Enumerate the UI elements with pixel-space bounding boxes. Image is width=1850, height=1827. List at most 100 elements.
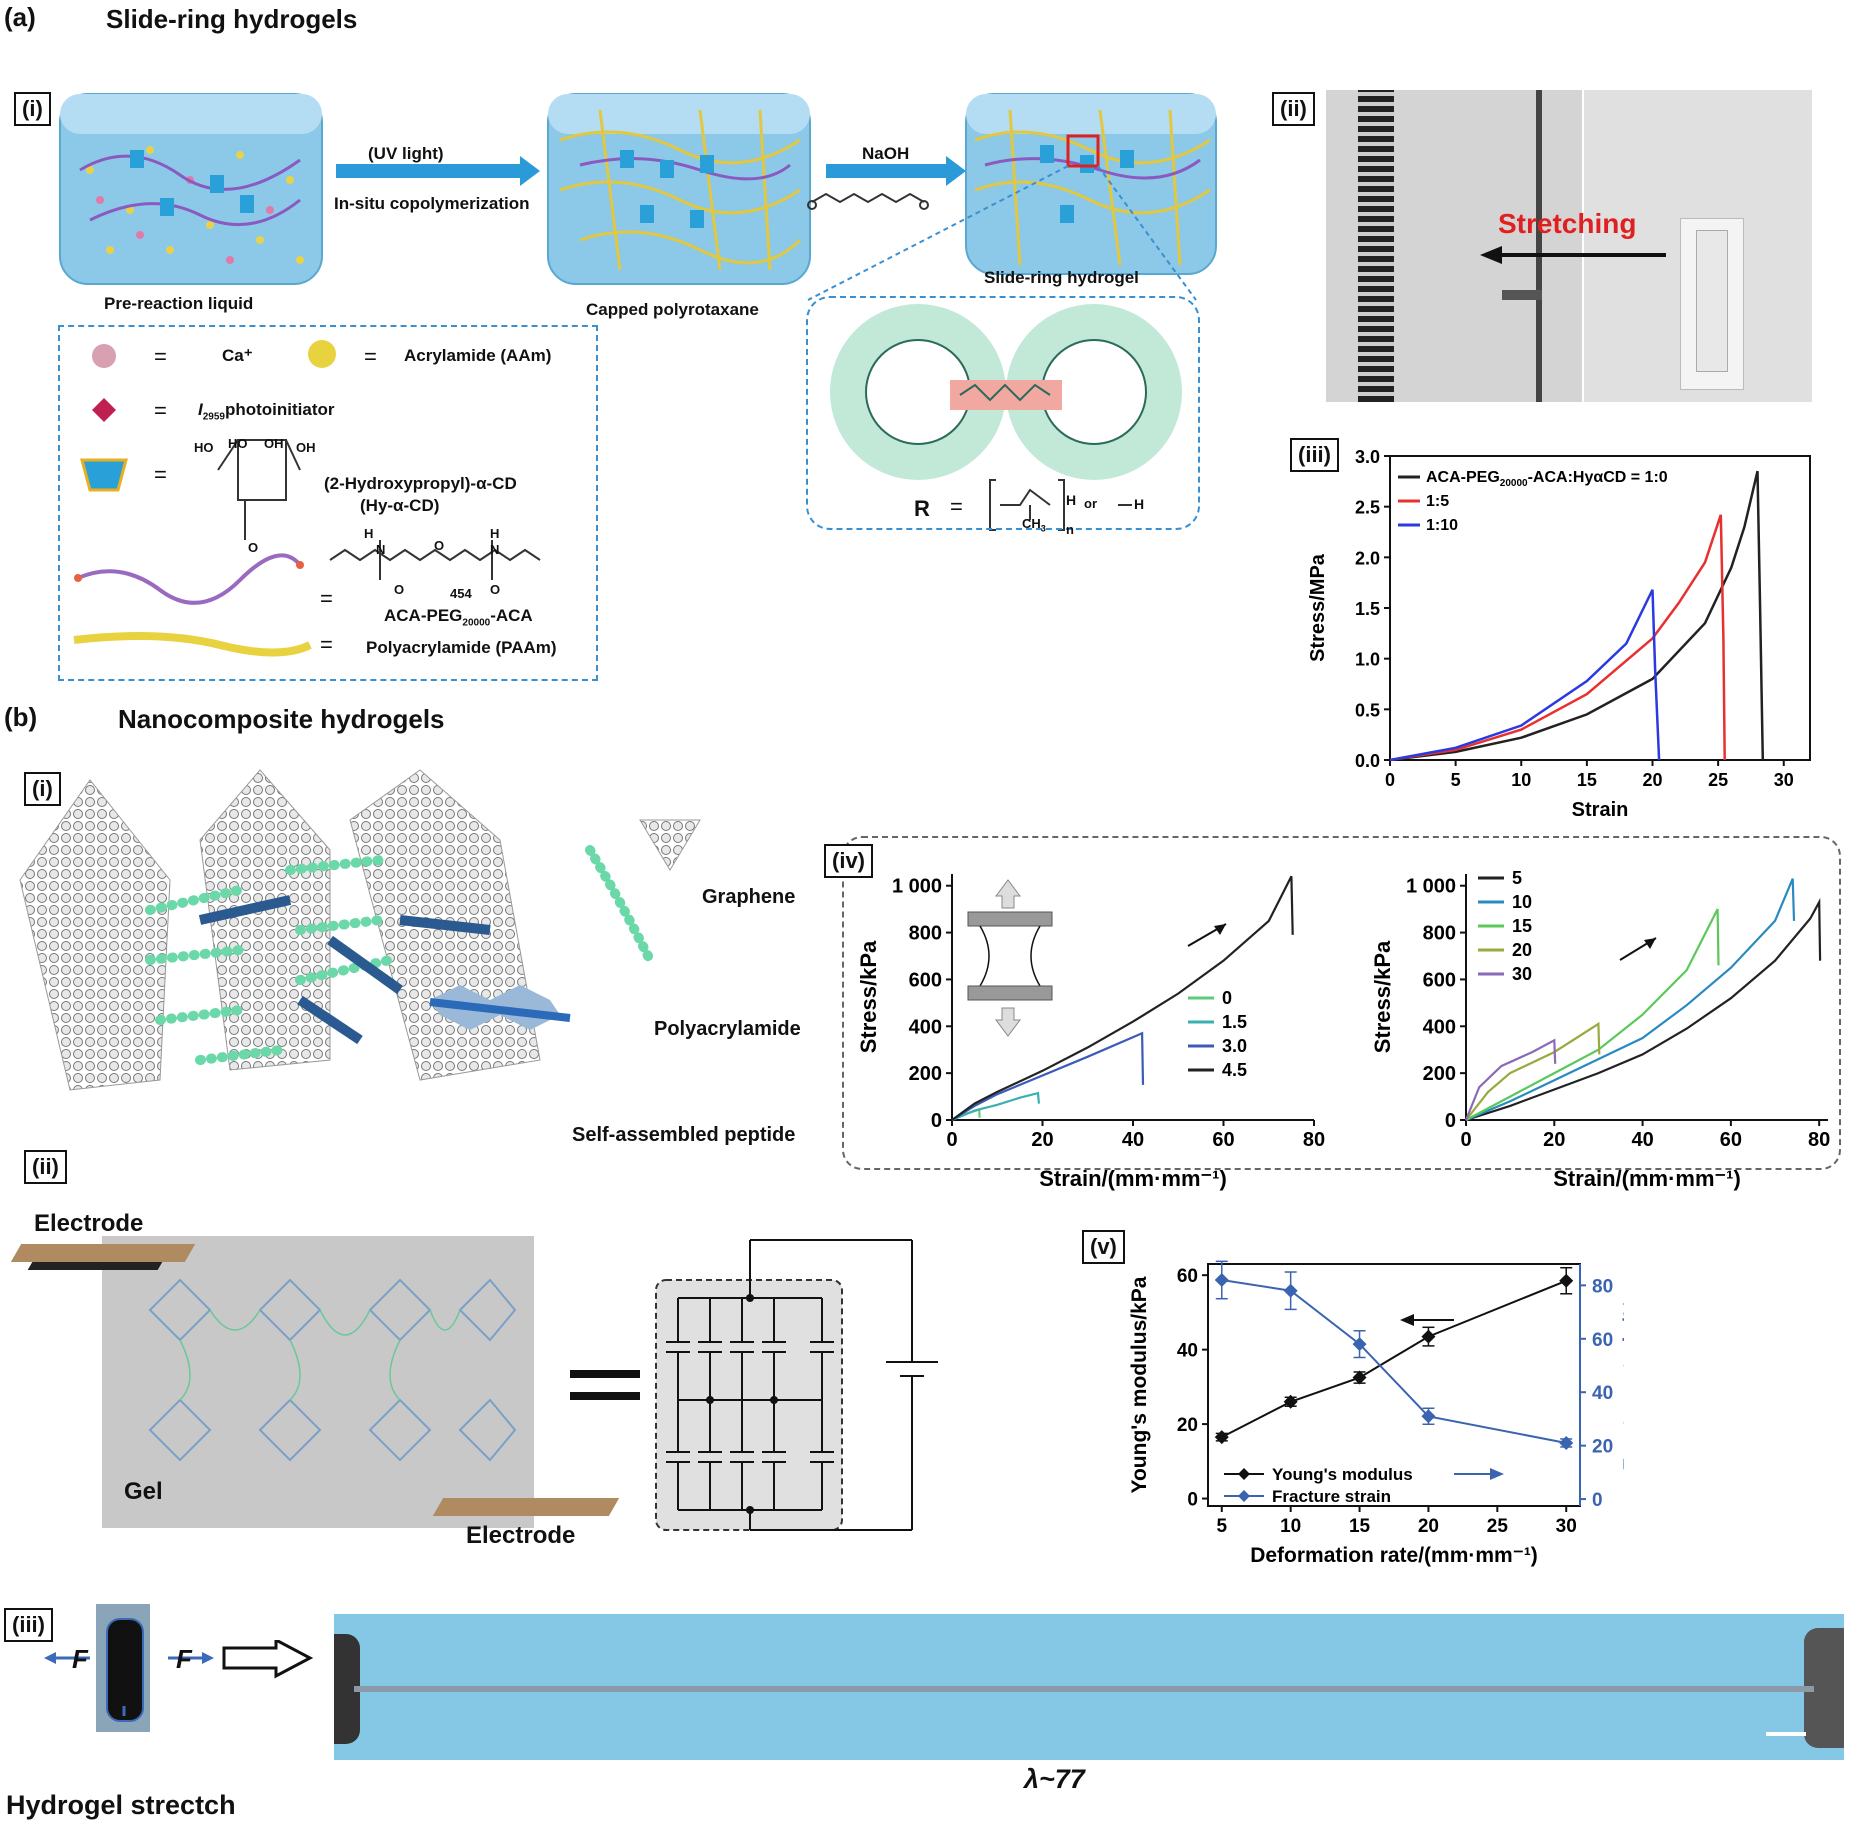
zoom-h2: H: [1134, 496, 1145, 512]
y2-tick-label: 20: [1592, 1437, 1613, 1458]
y-tick-label: 0: [1445, 1110, 1456, 1132]
gel-network: [148, 1278, 517, 1462]
y-axis-label: Young's modulus/kPa: [1128, 1276, 1151, 1493]
trend-arrowhead: [1644, 938, 1656, 949]
stage2-label: Capped polyrotaxane: [586, 300, 759, 319]
legend-n1: N: [376, 542, 386, 557]
zoom-h: H: [1066, 492, 1077, 508]
zoom-ch3: CH3: [1022, 516, 1046, 534]
x-tick-label: 80: [1808, 1129, 1830, 1151]
y2-axis-label: Fracture strain/%: [1620, 1299, 1624, 1471]
x-tick-label: 20: [1642, 770, 1662, 790]
x-tick-label: 25: [1487, 1516, 1509, 1537]
legend-o3: O: [394, 582, 405, 597]
arrow-naoh: [826, 156, 966, 186]
series-line-5: [1465, 897, 1822, 1122]
hydrogel-stretch-photo: [96, 1604, 150, 1732]
legend-eq-2: =: [364, 344, 377, 369]
y-tick-label: 1.5: [1355, 599, 1380, 619]
section-a-tag: (a): [4, 2, 36, 32]
gel-slab-capped: [547, 93, 811, 285]
legend-paam: Polyacrylamide (PAAm): [366, 638, 557, 657]
equals-sign: [570, 1370, 640, 1400]
legend-label-30: 30: [1512, 964, 1532, 984]
x-tick-label: 40: [1631, 1129, 1653, 1151]
x-tick-label: 0: [1385, 770, 1395, 790]
data-point-fracture-strain: [1421, 1409, 1436, 1424]
x-tick-label: 30: [1556, 1516, 1577, 1537]
zoom-or: or: [1084, 496, 1097, 511]
arrow1-top-label: (UV light): [368, 144, 444, 163]
legend-label-1-10: 1:10: [1426, 517, 1458, 534]
data-point-fracture-strain: [1283, 1283, 1298, 1298]
y-tick-label: 0.5: [1355, 700, 1380, 720]
y-tick-label: 60: [1177, 1266, 1198, 1287]
arrowhead-right: [1490, 1468, 1504, 1480]
series-line-20: [1465, 1021, 1601, 1121]
x-tick-label: 20: [1543, 1129, 1565, 1151]
polyacrylamide-label: Polyacrylamide: [654, 1018, 801, 1040]
x-tick-label: 0: [1460, 1129, 1471, 1151]
y-tick-label: 1 000: [1406, 876, 1456, 898]
y-tick-label: 800: [909, 923, 942, 945]
x-tick-label: 15: [1577, 770, 1597, 790]
series-line-young-s-modulus: [1221, 1279, 1567, 1438]
force-left-label: F: [72, 1644, 88, 1674]
legend-eq-4: =: [154, 462, 167, 487]
legend-label-1-5: 1:5: [1426, 493, 1449, 510]
pull-arrow-down: [995, 1007, 1021, 1037]
arrow2-top-label: NaOH: [862, 144, 910, 163]
gel-slab-slide-ring: [965, 93, 1217, 275]
fixture-bottom: [967, 985, 1053, 1001]
legend-peg: ACA-PEG20000-ACA: [384, 606, 533, 629]
legend-eq-1: =: [154, 344, 167, 369]
x-tick-label: 5: [1216, 1516, 1227, 1537]
series-line-1-0: [1389, 470, 1765, 762]
panel-a-i-tag: (i): [14, 92, 51, 126]
compress-arrow-up: [995, 879, 1021, 909]
legend-oh1: OH: [264, 436, 284, 451]
y-tick-label: 2.0: [1355, 548, 1380, 568]
arrowhead-left: [1400, 1314, 1414, 1326]
legend-o4: O: [490, 582, 501, 597]
x-tick-label: 25: [1708, 770, 1728, 790]
y-tick-label: 200: [1423, 1063, 1456, 1085]
electrode-top-label: Electrode: [34, 1210, 144, 1237]
x-tick-label: 20: [1031, 1129, 1053, 1151]
panel-b-ii-tag: (ii): [24, 1150, 67, 1184]
section-b-title: Nanocomposite hydrogels: [118, 704, 445, 734]
panel-b-iii-tag: (iii): [4, 1608, 53, 1642]
specimen: [979, 925, 1041, 987]
legend-ho2: HO: [228, 436, 248, 451]
panel-b-iv-tag: (iv): [824, 844, 873, 878]
legend-label-1-5: 1.5: [1222, 1012, 1247, 1032]
y-tick-label: 0: [1187, 1490, 1198, 1511]
zoom-r-label: R: [914, 496, 930, 521]
arrow1-bottom-label: In-situ copolymerization: [334, 194, 530, 213]
legend-marker-young-s-modulus: [1238, 1468, 1250, 1480]
graphene-icon: [639, 819, 701, 871]
legend-label-15: 15: [1512, 916, 1532, 936]
y-tick-label: 600: [1423, 969, 1456, 991]
x-axis-label: Strain/(mm·mm⁻¹): [1553, 1166, 1741, 1191]
zoom-eq: =: [950, 494, 963, 519]
series-line-4-5: [951, 875, 1294, 1121]
y-tick-label: 20: [1177, 1415, 1198, 1436]
stage1-label: Pre-reaction liquid: [104, 294, 254, 313]
peptide-icon: [429, 985, 571, 1030]
y-tick-label: 0.0: [1355, 751, 1380, 771]
legend-cd-line2: (Hy-α-CD): [360, 496, 440, 515]
legend-label-young-s-modulus: Young's modulus: [1272, 1465, 1413, 1484]
legend-label-1-0: ACA-PEG20000-ACA:HyαCD = 1:0: [1426, 469, 1668, 489]
x-tick-label: 15: [1349, 1516, 1371, 1537]
x-axis-label: Strain: [1572, 799, 1629, 821]
panel-a-iii-tag: (iii): [1290, 438, 1339, 472]
photo-stretch-left: [1326, 90, 1582, 402]
legend-box: [58, 325, 598, 681]
y-tick-label: 1.0: [1355, 650, 1380, 670]
data-point-fracture-strain: [1352, 1337, 1367, 1352]
legend-o2: O: [434, 538, 445, 553]
x-tick-label: 40: [1122, 1129, 1144, 1151]
graphene-label: Graphene: [702, 886, 796, 908]
